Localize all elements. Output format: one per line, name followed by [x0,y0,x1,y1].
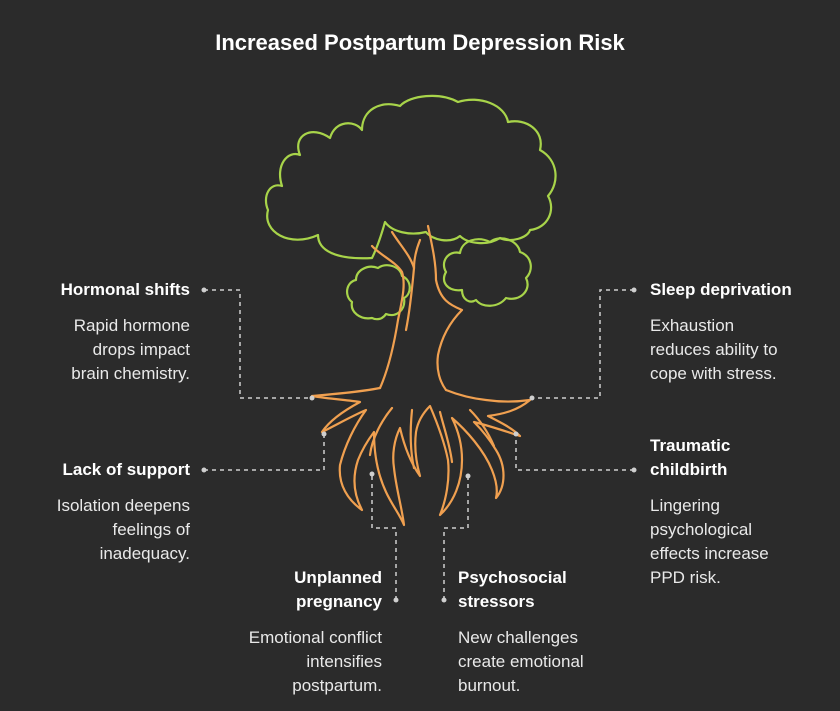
diagram-title: Increased Postpartum Depression Risk [215,30,625,55]
description-line: feelings of [112,520,191,539]
factor-unplanned-pregnancy: Unplanned pregnancy Emotional conflict i… [200,566,382,698]
description-line: Rapid hormone [73,316,190,335]
connector-dots [201,287,637,603]
tree-canopy [264,94,557,321]
description-line: Emotional conflict [248,628,382,647]
factor-description: Exhaustion reduces ability to cope with … [650,314,830,386]
description-line: Isolation deepens [56,496,190,515]
factor-description: Emotional conflict intensifies postpartu… [200,626,382,698]
description-line: brain chemistry. [71,364,190,383]
factor-description: Isolation deepens feelings of inadequacy… [20,494,190,566]
description-line: psychological [650,520,753,539]
description-line: Exhaustion [650,316,735,335]
factor-title: Sleep deprivation [650,280,792,299]
connector-unplanned [371,474,397,600]
factor-lack-of-support: Lack of support Isolation deepens feelin… [20,458,190,566]
description-line: effects increase [650,544,769,563]
title-line: childbirth [650,460,728,479]
title-line: stressors [458,592,535,611]
connector-traumatic [515,434,634,471]
connector-support [204,434,325,471]
title-line: Psychosocial [458,568,567,587]
factor-title: Lack of support [62,460,190,479]
description-line: drops impact [92,340,190,359]
description-line: inadequacy. [99,544,190,563]
connector-hormonal [204,289,312,399]
connectors [204,289,634,600]
factor-description: Lingering psychological effects increase… [650,494,830,590]
description-line: New challenges [458,628,579,647]
connector-psychosocial [443,476,469,600]
title-line: Traumatic [650,436,731,455]
factor-description: New challenges create emotional burnout. [458,626,648,698]
title-line: pregnancy [296,592,382,611]
factor-traumatic-childbirth: Traumatic childbirth Lingering psycholog… [650,434,830,590]
factor-title: Traumatic childbirth [650,434,830,482]
factor-title: Psychosocial stressors [458,566,648,614]
factor-title: Hormonal shifts [60,280,190,299]
description-line: cope with stress. [650,364,777,383]
description-line: burnout. [458,676,521,695]
factor-description: Rapid hormone drops impact brain chemist… [20,314,190,386]
description-line: postpartum. [292,676,382,695]
description-line: intensifies [306,652,382,671]
connector-sleep [532,289,634,399]
description-line: PPD risk. [650,568,721,587]
description-line: reduces ability to [650,340,778,359]
description-line: create emotional [458,652,584,671]
title-line: Unplanned [294,568,382,587]
description-line: Lingering [650,496,720,515]
factor-hormonal-shifts: Hormonal shifts Rapid hormone drops impa… [20,278,190,386]
factor-psychosocial-stressors: Psychosocial stressors New challenges cr… [458,566,648,698]
factor-sleep-deprivation: Sleep deprivation Exhaustion reduces abi… [650,278,830,386]
tree-trunk-roots [310,224,532,527]
factor-title: Unplanned pregnancy [200,566,382,614]
